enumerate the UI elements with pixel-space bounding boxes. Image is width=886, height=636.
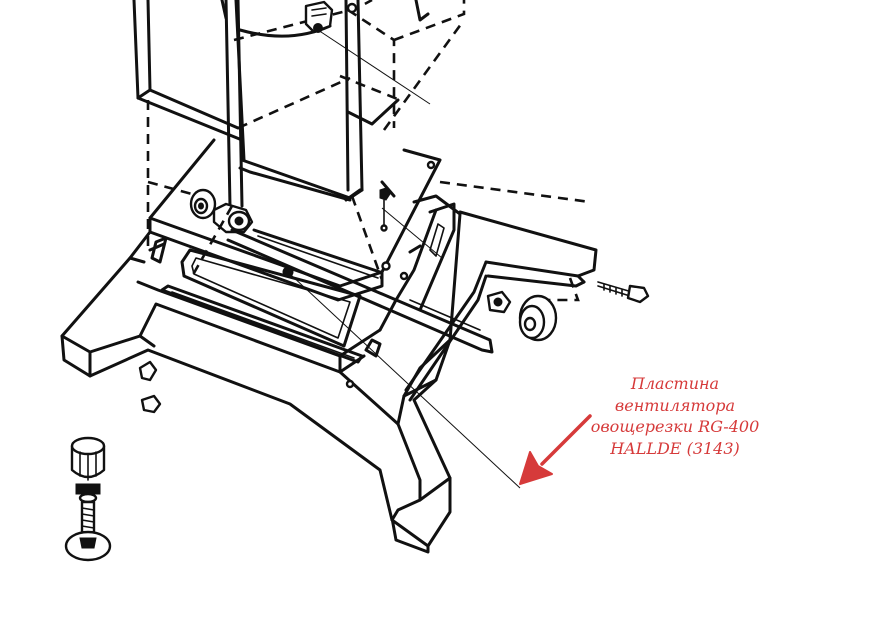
latch-knob-icon — [304, 0, 358, 34]
stand-base — [60, 194, 462, 554]
callout-arrow-icon — [519, 414, 592, 485]
roller-left-icon — [189, 188, 217, 220]
right-bracket — [404, 210, 598, 402]
assembly-guide-lines — [146, 100, 591, 302]
plate-screw-icon — [379, 187, 391, 232]
adjustable-foot-icon — [64, 436, 112, 562]
caption-line-1: Пластина — [630, 374, 720, 393]
long-rod — [226, 228, 494, 354]
caption-line-2: вентилятора — [614, 395, 736, 415]
caption-line-4: HALLDE (3143) — [610, 438, 740, 458]
upper-housing — [132, 0, 466, 202]
bolt-right-icon — [597, 281, 650, 304]
part-caption: Пластина вентилятора овощерезки RG-400 H… — [570, 373, 780, 459]
caster-wheel-icon — [486, 290, 558, 342]
fan-plate — [148, 138, 442, 302]
leader-lines — [289, 29, 521, 489]
caption-line-3: овощерезки RG-400 — [590, 417, 760, 436]
vertical-rod — [212, 0, 254, 234]
base-feet — [138, 360, 162, 414]
